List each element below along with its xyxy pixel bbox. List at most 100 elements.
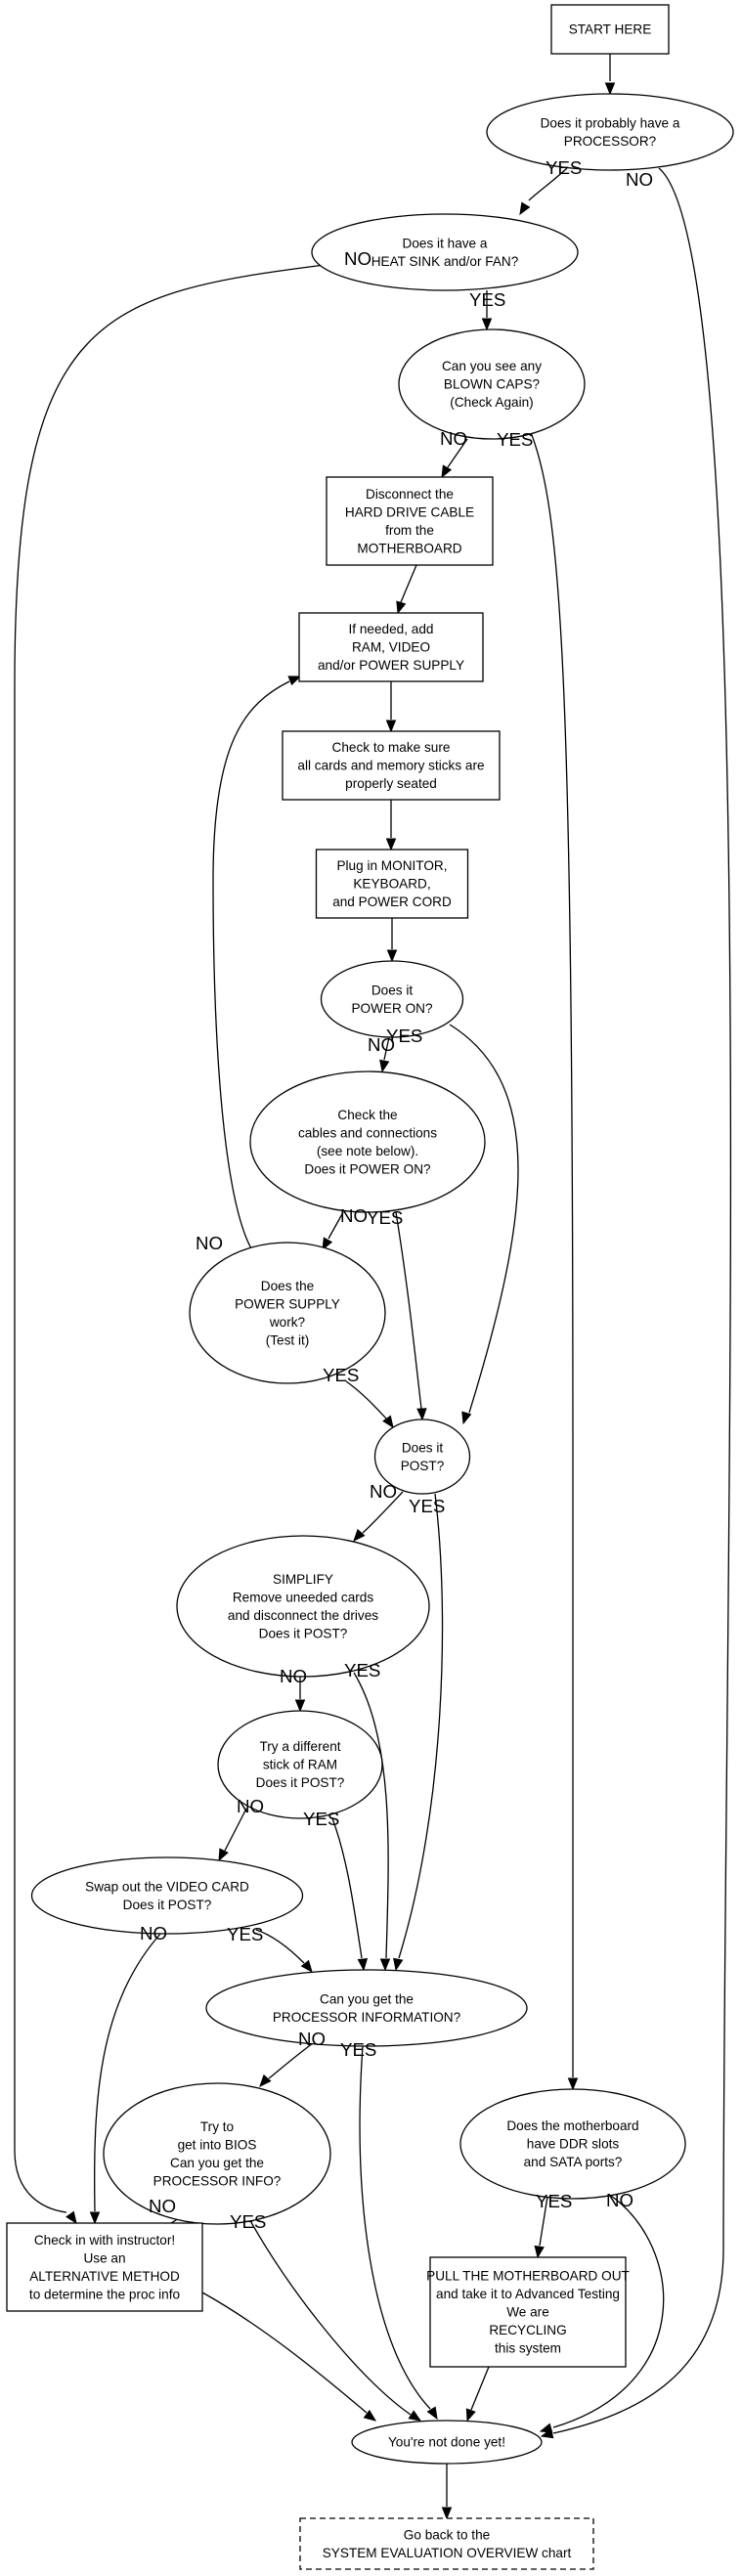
edge-line bbox=[255, 1929, 305, 1964]
edge-label-no: NO bbox=[344, 248, 371, 269]
edge-line bbox=[383, 1036, 390, 1061]
edge-line bbox=[395, 1211, 422, 1410]
node-text-line: and take it to Advanced Testing bbox=[436, 2287, 620, 2301]
node-text-line: Check to make sure bbox=[332, 740, 451, 755]
node-text-line: HARD DRIVE CABLE bbox=[345, 505, 474, 520]
node-text-line: Does it probably have a bbox=[541, 115, 680, 130]
node-text-line: KEYBOARD, bbox=[353, 877, 430, 892]
node-text-line: Does it have a bbox=[403, 236, 488, 250]
node-text-line: MOTHERBOARD bbox=[357, 542, 461, 556]
edge-label-no: NO bbox=[149, 2196, 176, 2216]
arrowhead bbox=[363, 2409, 377, 2422]
node-text-line: and POWER CORD bbox=[332, 895, 452, 909]
edge-line bbox=[247, 2216, 412, 2416]
arrowhead bbox=[89, 2211, 101, 2225]
edge-label-no: NO bbox=[440, 428, 467, 449]
edge-pullmb-to-notdone bbox=[465, 2366, 490, 2423]
arrowhead bbox=[441, 2507, 453, 2520]
edge-label-no: NO bbox=[298, 2029, 326, 2049]
node-text-line: stick of RAM bbox=[263, 1758, 337, 1772]
edge-heatsink-to-caps bbox=[481, 290, 493, 331]
edge-start-to-processor bbox=[604, 54, 616, 96]
process-box bbox=[326, 476, 494, 566]
node-text-line: Does it POST? bbox=[123, 1898, 212, 1912]
edge-video-to-instructor bbox=[89, 1932, 162, 2225]
node-text-line: Can you see any bbox=[442, 359, 542, 373]
arrowhead bbox=[481, 318, 493, 331]
edge-procinfo-to-notdone bbox=[359, 2045, 438, 2421]
edge-label-yes: YES bbox=[340, 2039, 376, 2060]
edge-line bbox=[552, 2195, 665, 2428]
arrowhead bbox=[385, 838, 397, 851]
node-text-line: cables and connections bbox=[298, 1126, 437, 1141]
node-text-line: work? bbox=[269, 1315, 306, 1330]
edge-label-yes: YES bbox=[367, 1207, 403, 1228]
node-text-line: Use an bbox=[83, 2250, 125, 2265]
edge-label-no: NO bbox=[196, 1233, 223, 1253]
edge-label-no: NO bbox=[280, 1666, 307, 1686]
node-text-line: Check the bbox=[337, 1108, 397, 1122]
decision-ellipse bbox=[189, 1242, 386, 1384]
decision-ellipse bbox=[373, 1419, 471, 1495]
node-text-line: Does it POST? bbox=[256, 1775, 345, 1790]
node-text-line: HEAT SINK and/or FAN? bbox=[371, 254, 519, 269]
node-text-line: PROCESSOR INFO? bbox=[153, 2173, 282, 2188]
decision-ellipse bbox=[459, 2088, 686, 2200]
node-notdone: You're not done yet! bbox=[351, 2420, 543, 2465]
node-text-line: Disconnect the bbox=[366, 487, 454, 502]
edge-label-no: NO bbox=[237, 1796, 264, 1816]
edge-plugin-to-poweron bbox=[386, 918, 398, 963]
node-text-line: START HERE bbox=[569, 22, 652, 37]
process-box bbox=[282, 730, 501, 801]
decision-ellipse bbox=[486, 93, 734, 171]
edge-line bbox=[212, 680, 290, 1251]
start-box bbox=[550, 4, 670, 55]
node-text-line: ALTERNATIVE METHOD bbox=[29, 2269, 180, 2284]
edge-label-no: NO bbox=[140, 1923, 167, 1943]
arrowhead bbox=[461, 1411, 472, 1425]
node-text-line: SIMPLIFY bbox=[273, 1572, 333, 1587]
edge-ddr-to-pullmb bbox=[534, 2196, 548, 2259]
edge-label-no: NO bbox=[626, 169, 653, 190]
return-box bbox=[299, 2517, 594, 2570]
arrowhead bbox=[604, 82, 616, 96]
node-text-line: Remove uneeded cards bbox=[233, 1591, 374, 1605]
node-text-line: Does the motherboard bbox=[506, 2118, 638, 2133]
edge-line bbox=[224, 1808, 247, 1852]
decision-ellipse bbox=[30, 1856, 304, 1935]
node-text-line: (see note below). bbox=[317, 1144, 418, 1158]
edge-label-yes: YES bbox=[386, 1026, 422, 1046]
edge-label-yes: YES bbox=[536, 2191, 572, 2211]
node-text-line: have DDR slots bbox=[527, 2137, 620, 2152]
node-text-line: BLOWN CAPS? bbox=[444, 377, 541, 392]
edge-line bbox=[331, 1817, 363, 1959]
edge-processor-to-heatsink bbox=[519, 167, 568, 216]
decision-ellipse bbox=[205, 1969, 528, 2047]
edge-video-to-procinfo bbox=[255, 1929, 313, 1974]
edge-hdd-to-addparts bbox=[396, 564, 417, 615]
edge-psu-to-post bbox=[345, 1380, 394, 1429]
edge-line bbox=[529, 429, 574, 2077]
edge-label-yes: YES bbox=[227, 1924, 263, 1944]
arrowhead bbox=[300, 1959, 313, 1974]
decision-ellipse bbox=[249, 1070, 486, 1213]
arrowhead bbox=[386, 949, 398, 963]
node-plugin: Plug in MONITOR,KEYBOARD,and POWER CORD bbox=[315, 849, 469, 919]
edge-label-yes: YES bbox=[497, 429, 533, 450]
edge-ram-to-video bbox=[218, 1808, 247, 1862]
edge-procinfo-to-bios bbox=[259, 2042, 314, 2087]
edge-label-no: NO bbox=[368, 1034, 395, 1055]
edge-line bbox=[398, 1493, 444, 1959]
edges-layer bbox=[14, 54, 732, 2520]
arrowhead bbox=[426, 2406, 438, 2421]
